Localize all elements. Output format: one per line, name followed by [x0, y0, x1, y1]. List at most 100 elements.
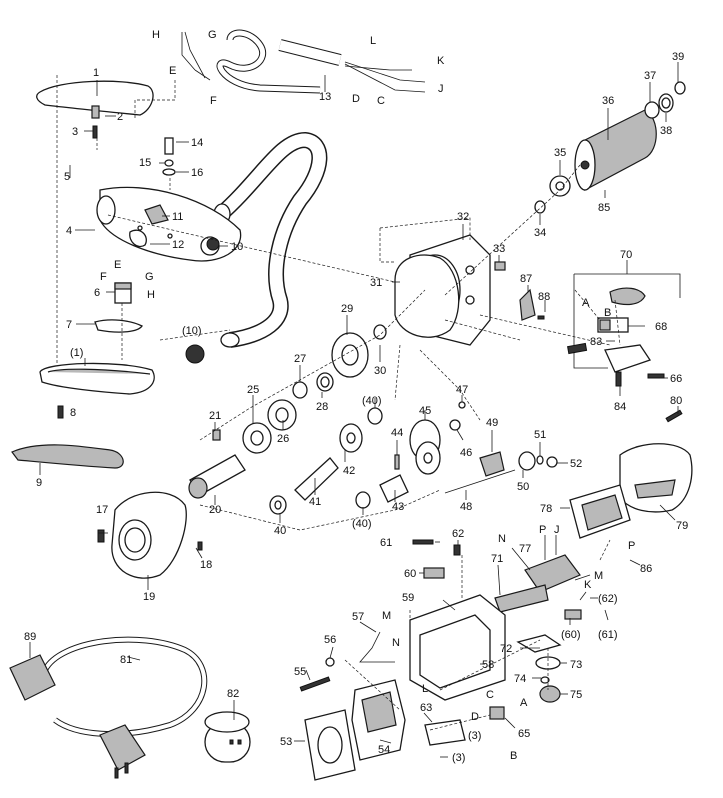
callout-86: 86 [640, 563, 652, 575]
callout-7: 7 [66, 319, 72, 331]
callout-79: 79 [676, 520, 688, 532]
callout-84: 84 [614, 401, 626, 413]
letter-L-lower: L [422, 683, 428, 695]
callout-66: 66 [670, 373, 682, 385]
callout-9: 9 [36, 477, 42, 489]
callout-1-paren: (1) [70, 347, 83, 359]
washer-28 [316, 372, 334, 392]
callout-60: 60 [404, 568, 416, 580]
screw-84 [615, 371, 622, 387]
knob-50 [518, 451, 536, 471]
callout-51: 51 [534, 429, 546, 441]
letter-B-lower: B [510, 750, 517, 762]
callout-30: 30 [374, 365, 386, 377]
screw-80 [665, 409, 683, 423]
bush-34 [534, 200, 546, 214]
pin-18 [197, 541, 203, 551]
callout-36: 36 [602, 95, 614, 107]
callout-72: 72 [500, 643, 512, 655]
callout-38: 38 [660, 125, 672, 137]
switch-lever [129, 204, 169, 248]
plug-89 [9, 654, 56, 701]
callout-4: 4 [66, 225, 72, 237]
leader-lines [29, 62, 679, 758]
callout-34: 34 [534, 227, 546, 239]
callout-70: 70 [620, 249, 632, 261]
callout-6: 6 [94, 287, 100, 299]
gear-45 [409, 419, 441, 475]
callout-21: 21 [209, 410, 221, 422]
callout-85: 85 [598, 202, 610, 214]
callout-62: 62 [452, 528, 464, 540]
callout-33: 33 [493, 243, 505, 255]
spring-51 [536, 455, 544, 465]
ring-38 [658, 93, 674, 113]
callout-80: 80 [670, 395, 682, 407]
callout-40-paren-top: (40) [362, 395, 382, 407]
gear-housing-19 [111, 491, 187, 579]
callout-2: 2 [117, 111, 123, 123]
capacitor-82 [204, 711, 251, 763]
callout-62-paren: (62) [598, 593, 618, 605]
letter-H-top: H [152, 29, 160, 41]
bearing-26 [267, 399, 297, 431]
callout-78: 78 [540, 503, 552, 515]
callout-58: 58 [482, 659, 494, 671]
terminal-65 [489, 706, 505, 720]
callout-19: 19 [143, 591, 155, 603]
clip-60 [423, 567, 445, 579]
letter-G-mid: G [145, 271, 154, 283]
screw-55 [299, 676, 331, 692]
letter-K-top: K [437, 55, 445, 67]
callout-61-paren: (61) [598, 629, 618, 641]
pinion-43 [379, 474, 409, 503]
key-21 [212, 429, 221, 441]
callout-14: 14 [191, 137, 203, 149]
callout-18: 18 [200, 559, 212, 571]
callout-45: 45 [419, 405, 431, 417]
callout-54: 54 [378, 744, 390, 756]
handle-housing-1p [39, 362, 155, 395]
callout-26: 26 [277, 433, 289, 445]
callout-65: 65 [518, 728, 530, 740]
callout-59: 59 [402, 592, 414, 604]
switch-68 [597, 317, 629, 333]
bearing-25 [242, 422, 272, 454]
callout-53: 53 [280, 736, 292, 748]
callout-49: 49 [486, 417, 498, 429]
callout-16: 16 [191, 167, 203, 179]
callout-28: 28 [316, 401, 328, 413]
callout-29: 29 [341, 303, 353, 315]
stator-54 [351, 679, 406, 761]
letter-K-right: K [584, 579, 592, 591]
screw-62 [453, 544, 461, 556]
callout-13: 13 [319, 91, 331, 103]
ring-27 [292, 381, 308, 399]
callout-40: 40 [274, 525, 286, 537]
callout-11: 11 [172, 211, 183, 223]
callout-61: 61 [380, 537, 392, 549]
letter-F-mid: F [100, 271, 107, 283]
handle-bracket [96, 186, 242, 262]
switch-base [604, 344, 652, 373]
callout-46: 46 [460, 447, 472, 459]
callout-3-paren-a: (3) [468, 730, 481, 742]
letter-E-top: E [169, 65, 176, 77]
washer-74 [540, 676, 550, 684]
callout-60-paren: (60) [561, 629, 581, 641]
gasket-31 [394, 254, 460, 338]
callout-10-paren: (10) [182, 325, 202, 337]
switch-group-box [573, 273, 681, 369]
spindle-20 [188, 454, 246, 499]
switch-knob [609, 287, 646, 306]
end-cover-79 [619, 443, 693, 513]
callout-3-paren-b: (3) [452, 752, 465, 764]
plate-72 [516, 634, 562, 653]
callout-81: 81 [120, 654, 132, 666]
callout-15: 15 [139, 157, 151, 169]
callout-32: 32 [457, 211, 469, 223]
assembly-dashed-lines [56, 75, 621, 731]
callout-1: 1 [93, 67, 99, 79]
screw-17 [97, 529, 105, 543]
